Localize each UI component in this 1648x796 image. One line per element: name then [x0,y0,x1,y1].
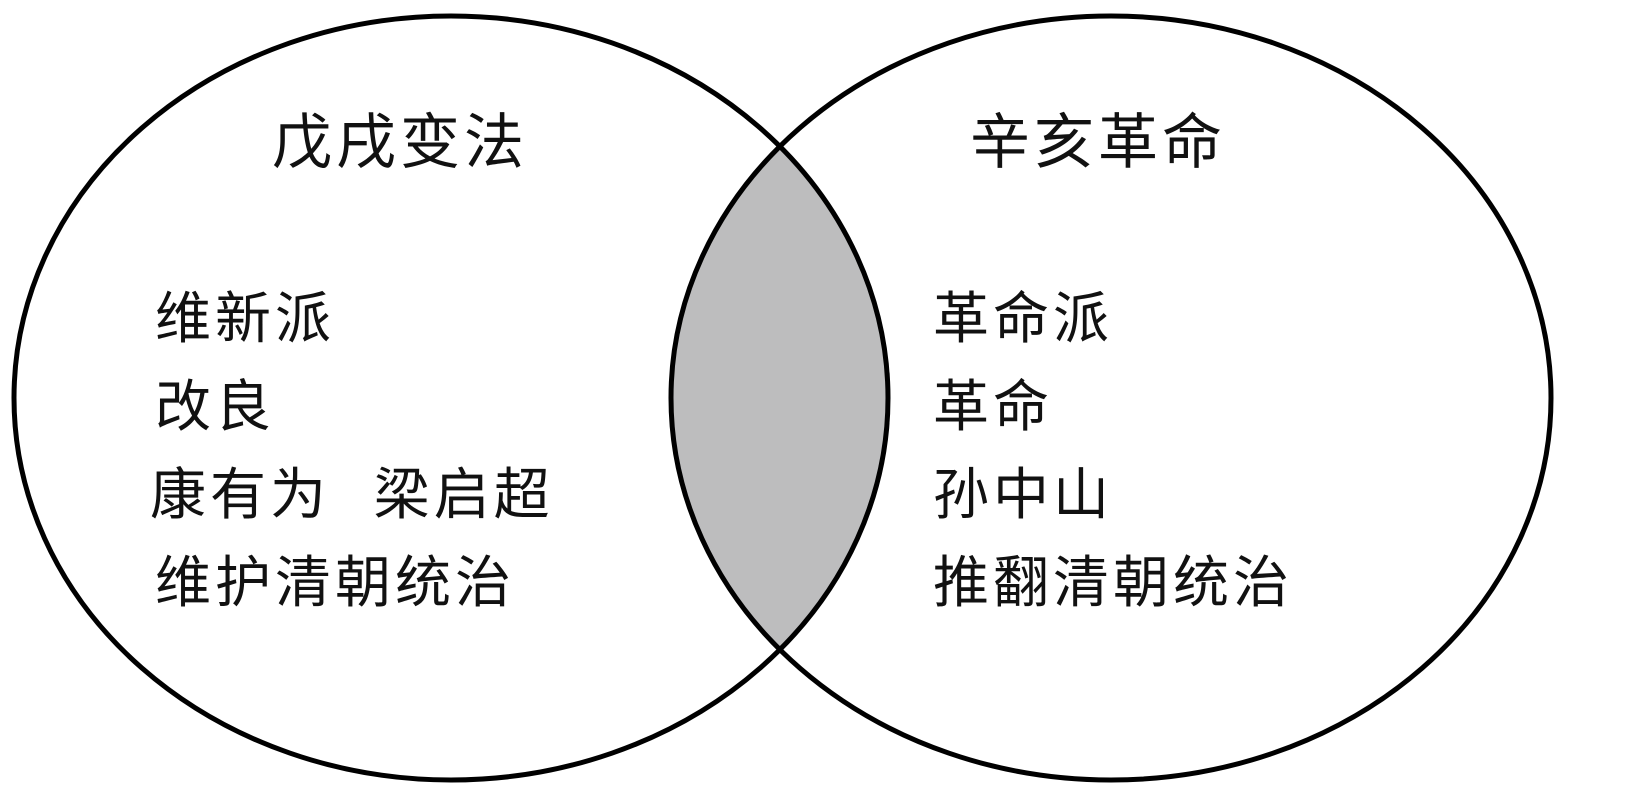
left-item: 改良 [155,375,275,440]
right-item: 推翻清朝统治 [933,551,1293,616]
left-set-title: 戊戌变法 [272,108,528,178]
right-set-title: 辛亥革命 [970,108,1226,178]
left-item: 维新派 [155,287,335,352]
right-ellipse [668,13,1554,783]
right-item: 革命 [933,375,1053,440]
right-item: 孙中山 [933,463,1113,528]
left-ellipse [11,13,891,783]
left-item: 康有为 梁启超 [150,463,554,528]
left-item: 维护清朝统治 [155,551,515,616]
right-item: 革命派 [933,287,1113,352]
